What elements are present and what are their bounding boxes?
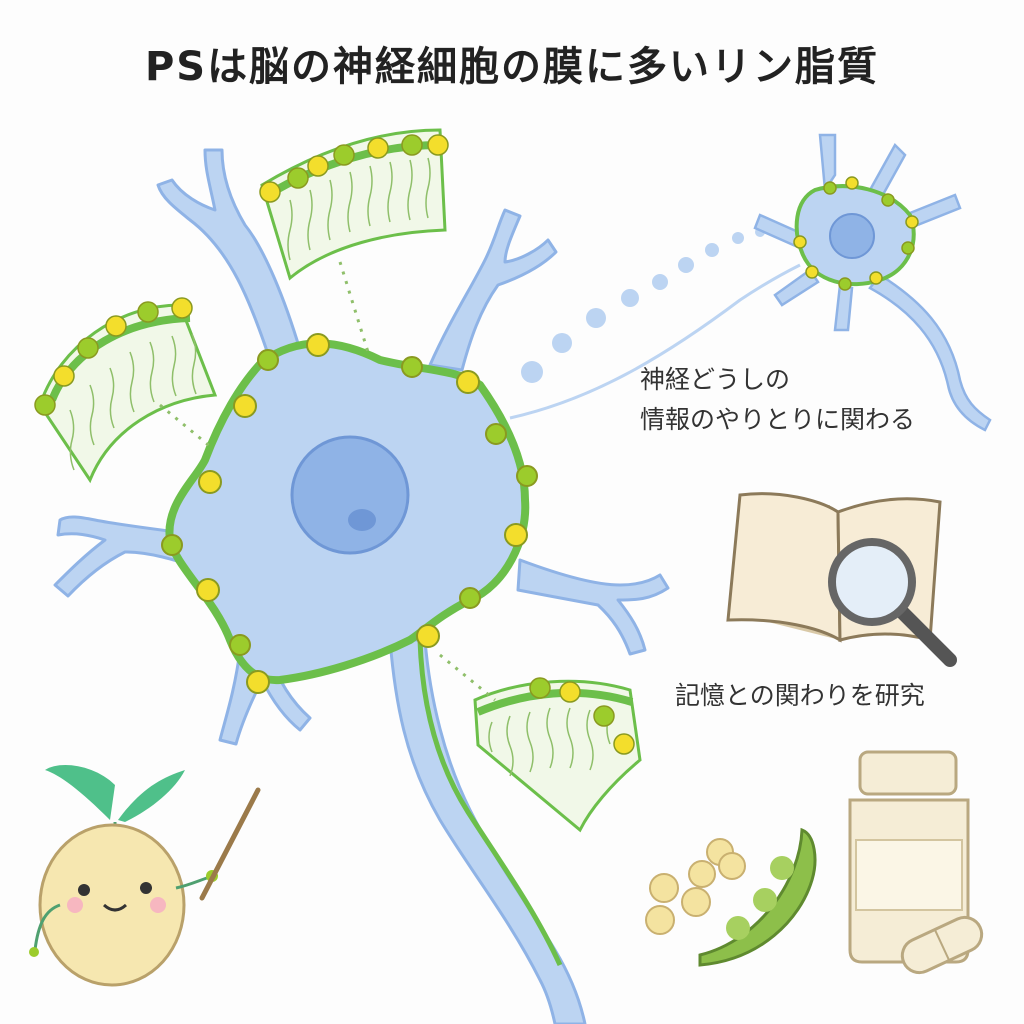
neuron-cell	[53, 148, 670, 1024]
axon-membrane	[417, 639, 563, 967]
memory-research-caption: 記憶との関わりを研究	[675, 681, 925, 710]
small-membrane-heads	[793, 176, 919, 291]
supplement-bottle	[848, 750, 970, 964]
membrane-bilayer-zoom-top	[259, 128, 449, 353]
magnifier	[828, 538, 957, 667]
axon	[388, 638, 587, 1024]
neuron-communication-line2: 情報のやりとりに関わる	[640, 405, 916, 434]
membrane-bilayer-zoom-left	[34, 297, 218, 484]
capsule	[900, 915, 984, 975]
signal-line	[509, 263, 801, 420]
soybeans	[645, 838, 746, 935]
soybean-mascot	[29, 765, 218, 987]
edamame-pod	[698, 827, 817, 967]
dendrite-top-left	[156, 148, 302, 362]
pointer-stick	[199, 787, 261, 901]
nucleus	[290, 435, 410, 555]
dendrite-left	[53, 515, 202, 598]
small-nucleus	[829, 213, 875, 259]
dendrite-right	[516, 558, 670, 656]
page-title: PSは脳の神経細胞の膜に多いリン脂質	[144, 44, 880, 90]
signal-dots	[521, 227, 765, 383]
dendrite-top-right	[428, 208, 558, 372]
neuron-communication-line1: 神経どうしの	[640, 365, 791, 394]
nucleolus	[348, 509, 376, 531]
neuron-communication-caption: 神経どうしの 情報のやりとりに関わる	[640, 360, 915, 440]
membrane-bilayer-zoom-bottom	[439, 653, 642, 833]
membrane-heads	[161, 333, 538, 694]
